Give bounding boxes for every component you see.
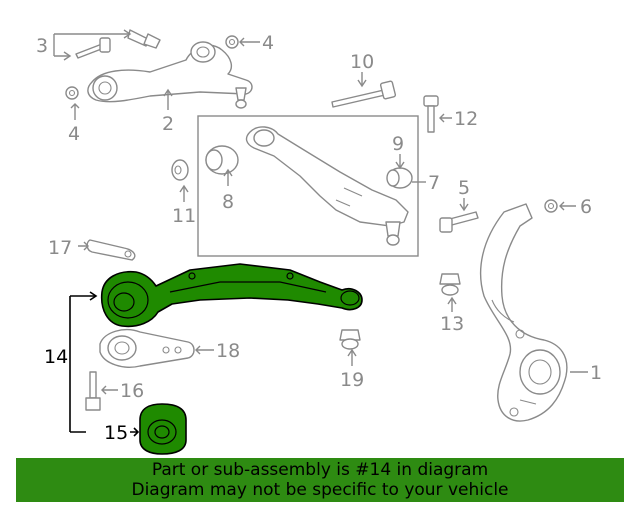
nut-11[interactable]	[171, 159, 189, 181]
bracket-18[interactable]	[99, 328, 195, 368]
bolt-16[interactable]	[85, 371, 101, 411]
leader-3-arrows	[63, 29, 132, 61]
bolt-12[interactable]	[423, 95, 439, 133]
callout-13: 13	[440, 313, 464, 335]
callout-17: 17	[48, 237, 72, 259]
leader-16	[101, 385, 118, 395]
leader-13	[447, 296, 457, 312]
bolt-3-lower[interactable]	[75, 37, 111, 59]
knuckle-1[interactable]	[479, 203, 568, 422]
callout-18: 18	[216, 340, 240, 362]
callout-11: 11	[172, 205, 196, 227]
leader-18	[195, 345, 214, 355]
callout-9: 9	[392, 133, 404, 155]
bolt-3-upper[interactable]	[127, 29, 161, 49]
callout-12: 12	[454, 108, 478, 130]
leader-6	[559, 201, 576, 211]
nut-4-left[interactable]	[65, 86, 79, 100]
bushing-8[interactable]	[205, 145, 239, 175]
leader-14-arrow	[89, 291, 98, 301]
leader-5	[459, 198, 469, 212]
bracket-17[interactable]	[86, 239, 136, 261]
nut-6[interactable]	[544, 199, 558, 213]
leader-2	[163, 88, 173, 110]
bushing-9[interactable]	[386, 167, 413, 189]
leader-17	[78, 241, 89, 251]
bolt-10[interactable]	[331, 80, 397, 108]
callout-7: 7	[428, 172, 440, 194]
callout-15: 15	[104, 422, 128, 444]
nut-19[interactable]	[339, 329, 361, 350]
inset-box	[197, 115, 419, 257]
leader-8	[223, 168, 233, 186]
leader-4-left	[70, 103, 80, 120]
callout-10: 10	[350, 51, 374, 73]
nut-13[interactable]	[439, 273, 461, 296]
callout-4-left: 4	[68, 123, 80, 145]
callout-3: 3	[36, 35, 48, 57]
callout-5: 5	[458, 177, 470, 199]
leader-4-top	[239, 37, 260, 47]
upper-link-7[interactable]	[245, 126, 409, 246]
callout-1: 1	[590, 362, 602, 384]
callout-16: 16	[120, 380, 144, 402]
leader-19	[347, 348, 357, 366]
leader-9	[395, 154, 405, 170]
callout-2: 2	[162, 113, 174, 135]
callout-6: 6	[580, 196, 592, 218]
notice-banner: Part or sub-assembly is #14 in diagram D…	[16, 458, 624, 502]
bushing-15[interactable]	[139, 403, 187, 455]
callout-4-top: 4	[262, 32, 274, 54]
leader-15-arrow	[130, 427, 140, 437]
banner-line-2: Diagram may not be specific to your vehi…	[131, 480, 509, 500]
leader-3	[53, 33, 130, 57]
leader-14-bracket	[69, 295, 96, 433]
callout-19: 19	[340, 369, 364, 391]
leader-10	[357, 72, 367, 88]
nut-4-top[interactable]	[225, 35, 239, 49]
banner-line-1: Part or sub-assembly is #14 in diagram	[151, 460, 489, 480]
bolt-5[interactable]	[439, 211, 479, 233]
lower-control-arm-14[interactable]	[100, 263, 363, 328]
leader-12	[439, 113, 452, 123]
callout-8: 8	[222, 191, 234, 213]
callout-14: 14	[44, 346, 68, 368]
leader-11	[179, 184, 189, 202]
upper-control-arm-2[interactable]	[87, 41, 253, 109]
